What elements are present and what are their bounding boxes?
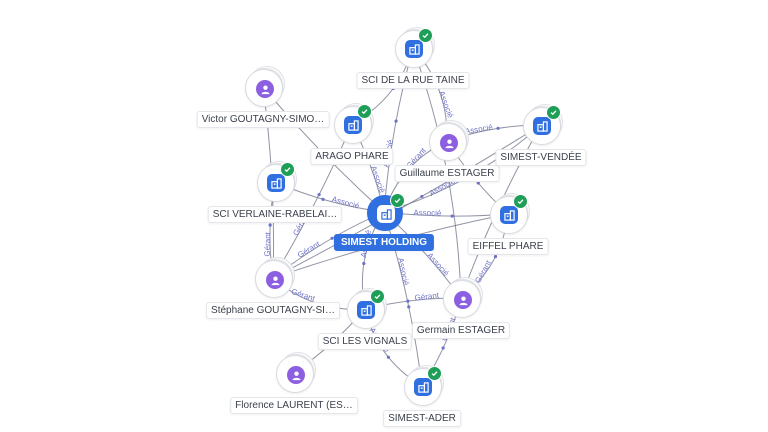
building-icon <box>377 205 395 223</box>
node-stack <box>276 352 316 393</box>
node-circle[interactable] <box>443 280 481 318</box>
edge-arrow-marker <box>496 126 500 130</box>
pin-pointer <box>379 224 389 231</box>
edge-label: Gérant <box>263 231 273 256</box>
edge-arrow-marker <box>441 346 445 350</box>
node-label: Stéphane GOUTAGNY-SI… <box>206 302 340 319</box>
building-icon <box>414 378 432 396</box>
node-stack <box>395 27 435 68</box>
verified-check-icon <box>390 193 405 208</box>
building-icon <box>533 117 551 135</box>
node-circle[interactable] <box>245 69 283 107</box>
node-circle[interactable] <box>255 260 293 298</box>
node-label: Florence LAURENT (ES… <box>230 397 358 414</box>
node-circle[interactable] <box>490 194 528 234</box>
node-circle[interactable] <box>404 366 442 406</box>
node-stack <box>255 257 295 298</box>
person-icon <box>440 134 458 152</box>
node-label: SIMEST-ADER <box>383 410 461 427</box>
node-circle[interactable] <box>429 123 467 161</box>
edge-arrow-marker <box>394 119 398 123</box>
node-circle[interactable] <box>523 105 561 145</box>
edge-arrow-marker <box>450 214 454 218</box>
edge-arrow-marker <box>317 193 321 197</box>
node-label: SIMEST HOLDING <box>333 234 435 251</box>
verified-check-icon <box>546 105 561 120</box>
node-circle[interactable] <box>276 355 314 393</box>
node-label: Germain ESTAGER <box>411 322 511 339</box>
node-stack <box>334 103 374 144</box>
building-icon <box>405 40 423 58</box>
edge-central-simest-ader <box>383 211 423 387</box>
person-icon <box>256 80 274 98</box>
node-stack <box>257 161 297 202</box>
node-label: Guillaume ESTAGER <box>394 165 500 182</box>
edge-arrow-marker <box>362 261 366 266</box>
node-circle[interactable] <box>334 104 372 144</box>
edge-stephane-simest-vendee <box>272 124 542 279</box>
edge-arrow-marker <box>268 223 272 227</box>
person-icon <box>287 366 305 384</box>
edge-arrow-marker <box>386 355 390 359</box>
verified-check-icon <box>513 194 528 209</box>
node-stack <box>490 193 530 234</box>
edge-arrow-marker <box>330 236 334 240</box>
node-label: EIFFEL PHARE <box>467 238 549 255</box>
node-stack <box>347 288 387 329</box>
building-icon <box>267 174 285 192</box>
node-stack <box>443 277 483 318</box>
node-label: ARAGO PHARE <box>310 148 394 165</box>
verified-check-icon <box>418 28 433 43</box>
building-icon <box>344 116 362 134</box>
node-circle[interactable] <box>257 162 295 202</box>
node-stack <box>366 193 405 231</box>
node-label: Victor GOUTAGNY-SIMO… <box>196 111 330 128</box>
node-label: SCI LES VIGNALS <box>317 333 413 350</box>
edge-arrow-marker <box>476 181 480 185</box>
edge-label: Gérant <box>414 291 440 303</box>
node-stack <box>245 66 285 107</box>
node-label: SIMEST-VENDÉE <box>495 149 587 166</box>
edge-arrow-marker <box>406 299 410 303</box>
edge-arrow-marker <box>407 305 411 309</box>
verified-check-icon <box>280 162 295 177</box>
building-icon <box>500 206 518 224</box>
node-stack <box>404 365 444 406</box>
verified-check-icon <box>357 104 372 119</box>
person-icon <box>454 291 472 309</box>
building-icon <box>357 301 375 319</box>
edge-label: Associé <box>413 208 442 217</box>
edge-arrow-marker <box>321 197 325 201</box>
person-icon <box>266 271 284 289</box>
node-label: SCI VERLAINE-RABELAI… <box>207 206 343 223</box>
node-label: SCI DE LA RUE TAINE <box>356 72 470 89</box>
node-circle[interactable] <box>347 289 385 329</box>
verified-check-icon <box>427 366 442 381</box>
edge-arrow-marker <box>493 255 498 259</box>
node-stack <box>523 104 563 145</box>
verified-check-icon <box>370 289 385 304</box>
edge-arrow-marker <box>420 194 424 199</box>
node-stack <box>429 120 469 161</box>
node-circle[interactable] <box>395 28 433 68</box>
